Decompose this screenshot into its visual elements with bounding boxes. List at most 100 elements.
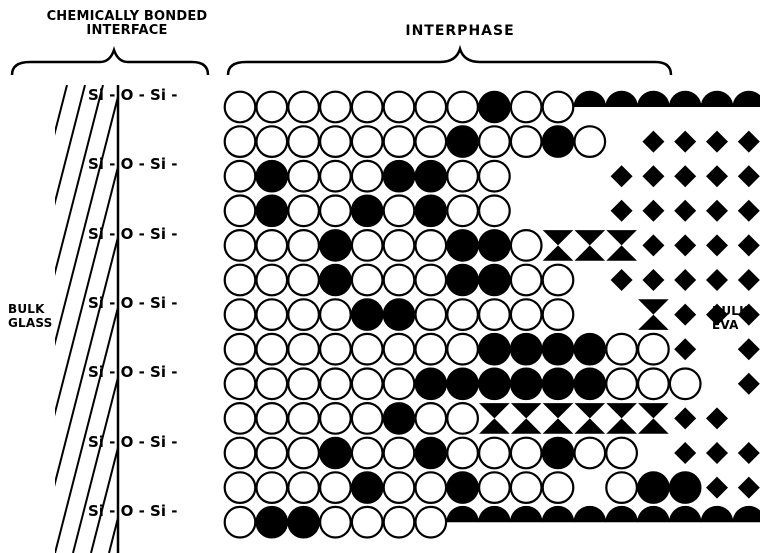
diamond-marker: [738, 269, 760, 291]
filled-circle: [416, 438, 447, 469]
diamond-marker: [738, 442, 760, 464]
open-circle: [416, 92, 447, 123]
half-disc-marker: [574, 91, 607, 107]
open-circle: [511, 438, 542, 469]
hatch-line: [0, 85, 31, 553]
siloxane-bond-label: Si - O - Si -: [88, 294, 177, 312]
open-circle: [257, 299, 288, 330]
open-circle: [288, 334, 319, 365]
filled-circle: [479, 230, 510, 261]
open-circle: [352, 265, 383, 296]
filled-circle: [416, 369, 447, 400]
filled-circle: [288, 507, 319, 538]
filled-circle: [384, 161, 415, 192]
filled-circle: [670, 472, 701, 503]
bowtie-marker: [543, 230, 574, 261]
open-circle: [511, 126, 542, 157]
open-circle: [257, 92, 288, 123]
diamond-marker: [611, 200, 633, 222]
open-circle: [257, 438, 288, 469]
hatch-line: [0, 85, 13, 553]
open-circle: [511, 472, 542, 503]
filled-circle: [479, 334, 510, 365]
diamond-marker: [706, 200, 728, 222]
open-circle: [511, 265, 542, 296]
diamond-marker: [674, 407, 696, 429]
open-circle: [288, 161, 319, 192]
open-circle: [606, 334, 637, 365]
open-circle: [352, 334, 383, 365]
diamond-marker: [706, 131, 728, 153]
filled-circle: [447, 265, 478, 296]
bowtie-marker: [638, 299, 669, 330]
open-circle: [257, 230, 288, 261]
open-circle: [225, 265, 256, 296]
diamond-marker: [674, 165, 696, 187]
open-circle: [320, 334, 351, 365]
open-circle: [257, 265, 288, 296]
open-circle: [352, 126, 383, 157]
filled-circle: [479, 369, 510, 400]
filled-circle: [447, 230, 478, 261]
filled-circle: [320, 230, 351, 261]
open-circle: [320, 472, 351, 503]
open-circle: [606, 472, 637, 503]
bowtie-marker: [606, 403, 637, 434]
open-circle: [288, 299, 319, 330]
open-circle: [543, 472, 574, 503]
open-circle: [288, 403, 319, 434]
open-circle: [479, 196, 510, 227]
open-circle: [288, 230, 319, 261]
half-disc-marker: [574, 506, 607, 522]
filled-circle: [320, 265, 351, 296]
open-circle: [416, 403, 447, 434]
open-circle: [384, 334, 415, 365]
filled-circle: [447, 126, 478, 157]
open-circle: [384, 92, 415, 123]
diamond-marker: [611, 165, 633, 187]
filled-circle: [384, 403, 415, 434]
siloxane-bond-label: Si - O - Si -: [88, 155, 177, 173]
open-circle: [447, 92, 478, 123]
diamond-marker: [706, 304, 728, 326]
open-circle: [384, 230, 415, 261]
half-disc-marker: [542, 506, 575, 522]
filled-circle: [543, 126, 574, 157]
filled-circle: [257, 507, 288, 538]
open-circle: [225, 438, 256, 469]
open-circle: [384, 438, 415, 469]
siloxane-bond-label: Si - O - Si -: [88, 363, 177, 381]
open-circle: [543, 265, 574, 296]
diamond-marker: [738, 304, 760, 326]
filled-circle: [511, 369, 542, 400]
hatch-line: [0, 85, 67, 553]
filled-circle: [575, 369, 606, 400]
open-circle: [416, 334, 447, 365]
diamond-marker: [738, 338, 760, 360]
particle-grid: [225, 91, 760, 538]
open-circle: [575, 438, 606, 469]
open-circle: [257, 126, 288, 157]
filled-circle: [447, 369, 478, 400]
open-circle: [225, 403, 256, 434]
siloxane-bond-label: Si - O - Si -: [88, 225, 177, 243]
open-circle: [320, 196, 351, 227]
open-circle: [320, 161, 351, 192]
diamond-marker: [706, 477, 728, 499]
open-circle: [447, 438, 478, 469]
open-circle: [384, 196, 415, 227]
open-circle: [479, 438, 510, 469]
filled-circle: [638, 472, 669, 503]
filled-circle: [352, 196, 383, 227]
open-circle: [352, 507, 383, 538]
open-circle: [352, 369, 383, 400]
open-circle: [416, 265, 447, 296]
filled-circle: [511, 334, 542, 365]
open-circle: [288, 126, 319, 157]
half-disc-marker: [669, 506, 702, 522]
diamond-marker: [674, 200, 696, 222]
open-circle: [320, 403, 351, 434]
diamond-marker: [706, 442, 728, 464]
bowtie-marker: [575, 403, 606, 434]
filled-circle: [352, 299, 383, 330]
